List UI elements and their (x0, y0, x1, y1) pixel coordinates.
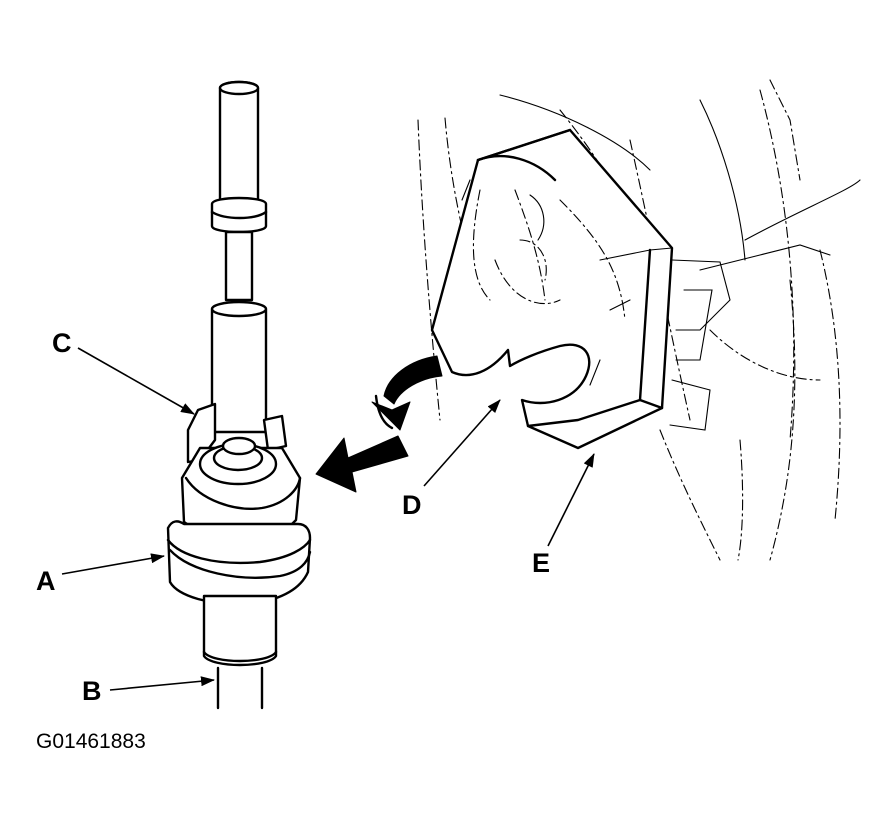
figure-code: G01461883 (36, 730, 146, 753)
leader-lines (61, 347, 595, 691)
leader-arrow-b (109, 676, 215, 691)
label-a: A (36, 566, 56, 596)
leader-arrow-d (423, 399, 501, 487)
label-e: E (532, 548, 550, 578)
leader-arrow-e (547, 453, 595, 547)
background-structure (417, 79, 861, 561)
rotate-arrow-icon (371, 355, 443, 431)
leader-arrow-a (61, 553, 165, 575)
label-d: D (402, 490, 422, 520)
label-b: B (82, 676, 102, 706)
leader-arrow-c (77, 347, 195, 415)
cable-end-part (166, 80, 312, 710)
direction-arrow-icon (315, 435, 409, 493)
bracket-part (430, 128, 674, 450)
label-c: C (52, 328, 72, 358)
